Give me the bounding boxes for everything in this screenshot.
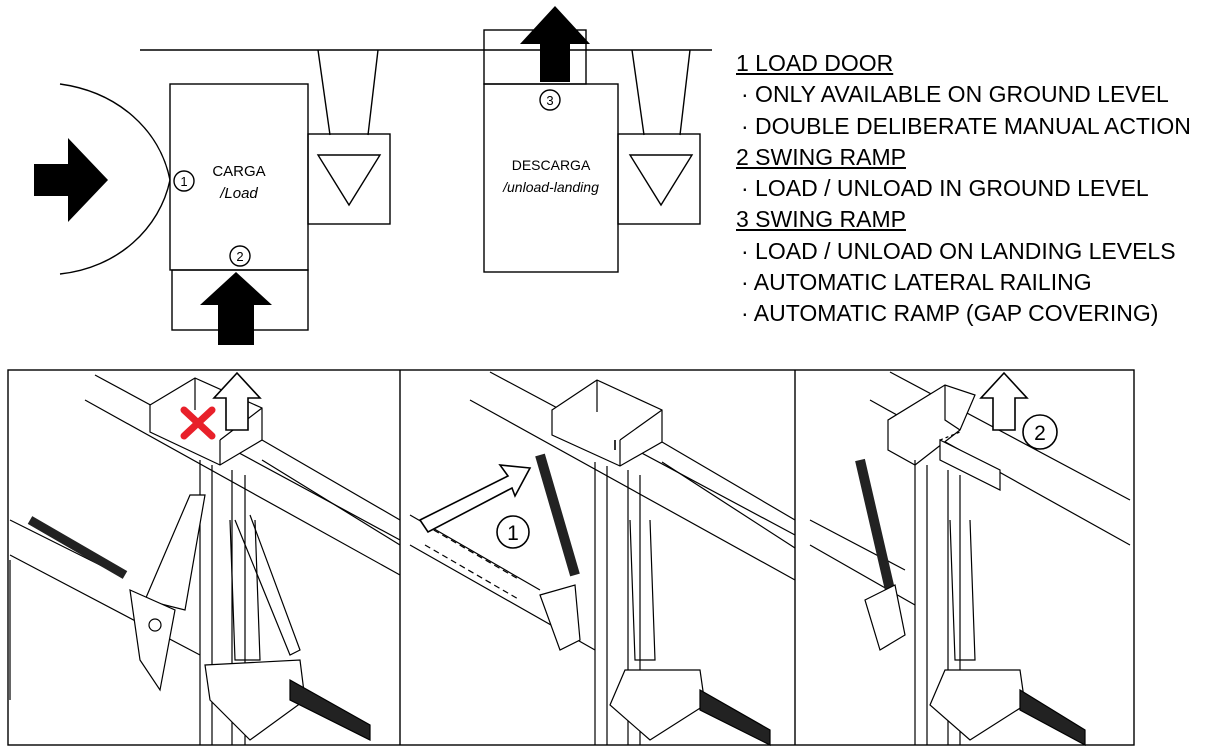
panel-2-push-arrow-icon (418, 464, 532, 534)
door-leaf-lower (59, 179, 171, 275)
panel-1-up-arrow-icon (212, 371, 262, 431)
plan-labels: 1 2 3 CARGA /Load DESCARGA /unload-landi… (180, 93, 599, 264)
plan-view (34, 6, 712, 345)
legend-item: · LOAD / UNLOAD ON LANDING LEVELS (741, 237, 1176, 264)
panel-3-up-arrow-icon (979, 371, 1029, 431)
marker-circle-2 (229, 245, 251, 267)
load-box-subtitle: /Load (219, 185, 258, 202)
unload-side-housing (617, 133, 701, 225)
unload-funnel-triangle (628, 154, 694, 207)
swing-ramp-3-arrow-icon (520, 6, 590, 82)
marker-2-label: 2 (236, 249, 243, 264)
door-leaf-upper (59, 83, 171, 181)
marker-3-label: 3 (546, 93, 553, 108)
unload-box-subtitle: /unload-landing (502, 179, 599, 195)
legend-item: · ONLY AVAILABLE ON GROUND LEVEL (741, 81, 1169, 108)
legend-heading-3: 3 SWING RAMP (736, 206, 906, 233)
panels-frame (7, 369, 1135, 746)
forbidden-x-icon (180, 406, 216, 440)
load-box-title: CARGA (212, 163, 265, 180)
detail-panels (7, 369, 1135, 746)
panel-2-mechanism (409, 371, 796, 746)
panel-3-marker-circle (1022, 414, 1058, 450)
legend-item: · AUTOMATIC LATERAL RAILING (741, 269, 1092, 296)
legend-item: · LOAD / UNLOAD IN GROUND LEVEL (741, 175, 1149, 202)
unload-box (483, 83, 619, 273)
legend-item: · AUTOMATIC RAMP (GAP COVERING) (741, 300, 1159, 327)
panel-2-marker-label: 1 (507, 522, 519, 545)
panel-3-mechanism (809, 371, 1131, 747)
load-funnel-triangle (316, 154, 382, 207)
unload-funnel (631, 49, 691, 136)
marker-circle-1 (173, 170, 195, 192)
load-door-arrow-icon (34, 138, 108, 222)
load-side-housing (307, 133, 391, 225)
marker-circle-3 (539, 89, 561, 111)
unload-box-title: DESCARGA (512, 157, 591, 173)
legend: 1 LOAD DOOR · ONLY AVAILABLE ON GROUND L… (736, 48, 1231, 330)
panel-3-marker-label: 2 (1034, 422, 1046, 445)
load-funnel (317, 49, 379, 136)
legend-heading-2: 2 SWING RAMP (736, 143, 906, 170)
legend-heading-1: 1 LOAD DOOR (736, 50, 894, 76)
marker-1-label: 1 (180, 174, 187, 189)
legend-item: · DOUBLE DELIBERATE MANUAL ACTION (741, 112, 1191, 139)
panel-2-marker-circle (496, 515, 530, 549)
swing-ramp-2-arrow-icon (200, 272, 272, 345)
